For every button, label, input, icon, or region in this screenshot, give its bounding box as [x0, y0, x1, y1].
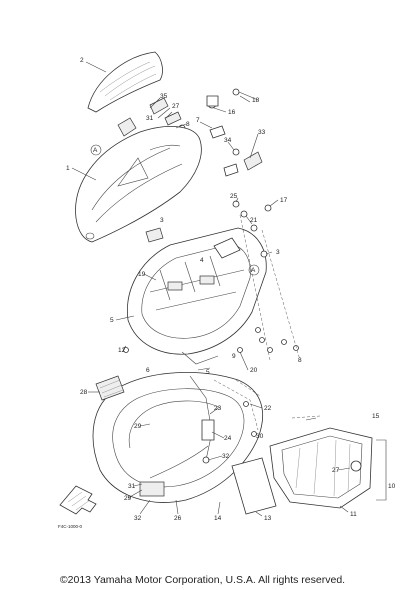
callout-19: 18 [252, 97, 260, 104]
callout-28: 27 [172, 103, 180, 110]
callout-9-low: 8 [298, 357, 302, 364]
callout-16: 15 [372, 413, 380, 420]
callout-15: 14 [214, 515, 222, 522]
callout-33-mid: 32 [222, 453, 230, 460]
callout-20: 19 [138, 271, 146, 278]
upper-small-parts [117, 88, 263, 177]
callout-13: 12 [118, 347, 126, 354]
front-hood-part [75, 126, 202, 243]
callout-30-low: 29 [124, 495, 132, 502]
small-plate-part [145, 227, 164, 243]
callout-10: 9 [232, 353, 236, 360]
callout-32-low: 31 [128, 483, 136, 490]
reference-markers: A A [90, 144, 260, 276]
parts-diagram: 2 1 35 27 8 31 16 18 7 34 33 17 25 21 3 … [58, 51, 396, 529]
callout-4: 5 [110, 317, 114, 324]
top-cover-part [87, 51, 163, 113]
callout-24: 23 [214, 405, 222, 412]
storage-bin-part [269, 415, 387, 509]
copyright-notice: ©2013 Yamaha Motor Corporation, U.S.A. A… [59, 574, 346, 586]
callout-36: 35 [160, 93, 168, 100]
callout-27: 26 [174, 515, 182, 522]
callout-29: 28 [80, 389, 88, 396]
front-arrow-icon [59, 485, 97, 515]
callout-28-low: 27 [332, 467, 340, 474]
callout-5: 4 [200, 257, 204, 264]
callout-labels: 2 1 35 27 8 31 16 18 7 34 33 17 25 21 3 … [66, 57, 396, 522]
callout-31: 30 [256, 433, 264, 440]
marker-a-lower: A [251, 267, 256, 274]
callout-33: 32 [134, 515, 142, 522]
callout-23: 22 [264, 405, 272, 412]
callout-11: 10 [388, 483, 396, 490]
callout-7: 6 [146, 367, 150, 374]
front-label: F4C-1000-0 [58, 524, 83, 529]
callout-2: 2 [80, 57, 84, 64]
deck-frame-part [126, 227, 267, 365]
lower-hull-part [92, 372, 263, 503]
leader-lines [71, 61, 351, 517]
grip-pad-part [95, 375, 125, 401]
callout-18: 17 [280, 197, 288, 204]
callout-21: 20 [250, 367, 258, 374]
screw-set [123, 200, 301, 361]
callout-1: 1 [66, 165, 70, 172]
callout-30: 29 [134, 423, 142, 430]
callout-3-right: 3 [276, 249, 280, 256]
panel-part [231, 457, 277, 515]
callout-26: 25 [230, 193, 238, 200]
callout-12: 11 [350, 511, 357, 518]
callout-25: 24 [224, 435, 232, 442]
callout-9: 8 [186, 121, 190, 128]
callout-35: 34 [224, 137, 232, 144]
callout-8: 7 [196, 117, 200, 124]
callout-22: 21 [250, 217, 258, 224]
damper-strut-part [189, 375, 261, 464]
callout-6: 5 [206, 369, 210, 376]
callout-14: 13 [264, 515, 272, 522]
callout-17: 16 [228, 109, 236, 116]
marker-a-upper: A [93, 147, 98, 154]
callout-32: 31 [146, 115, 154, 122]
callout-34: 33 [258, 129, 266, 136]
callout-3-left: 3 [160, 217, 164, 224]
